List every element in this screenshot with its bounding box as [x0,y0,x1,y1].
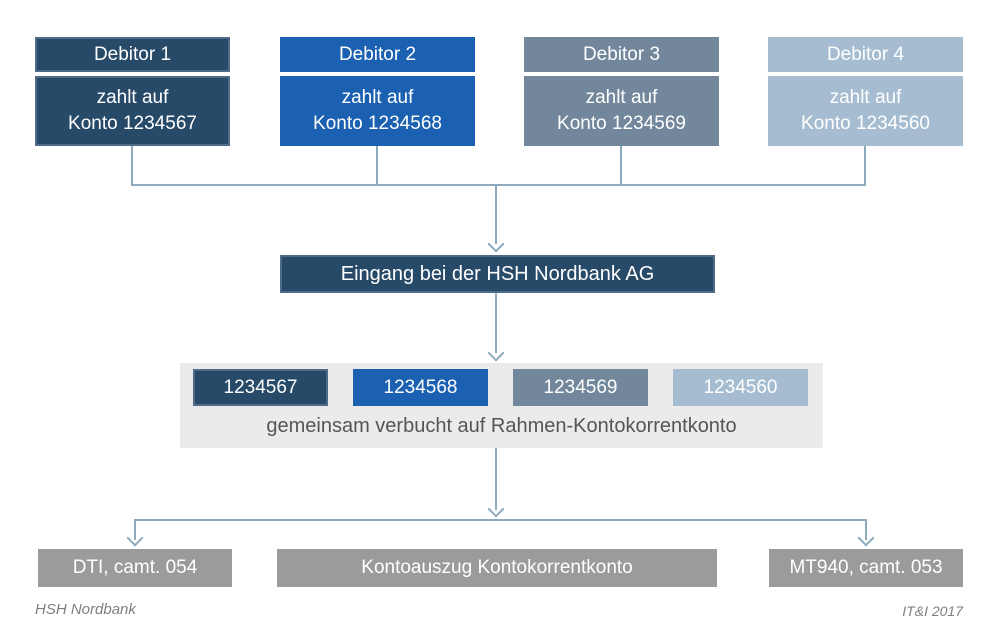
pool-account-3: 1234569 [513,369,648,406]
arrow-to-pool-line [495,293,497,353]
output-dti-box: DTI, camt. 054 [38,549,232,587]
pays-box-1-line1: zahlt auf [96,87,169,109]
pool-caption: gemeinsam verbucht auf Rahmen-Kontokorre… [266,414,737,437]
debitor-2-box: Debitor 2 [280,37,475,72]
pool-account-2: 1234568 [353,369,488,406]
output-kontoauszug-box: Kontoauszug Kontokorrentkonto [277,549,717,587]
arrow-to-outputs-line [495,448,497,510]
pays-box-2-line2: Konto 1234568 [313,113,442,134]
debitor-4-box: Debitor 4 [768,37,963,72]
footer-publication-label: IT&I 2017 [902,603,963,619]
connector-merge-line-top [131,184,866,186]
arrow-to-bank-head-icon [487,235,505,253]
pays-box-4: zahlt auf Konto 1234560 [768,76,963,146]
debitor-3-box: Debitor 3 [524,37,719,72]
pool-account-4: 1234560 [673,369,808,406]
arrow-to-bank-line [495,186,497,244]
arrow-to-pool-head-icon [487,344,505,362]
branch-right-head-icon [857,529,875,547]
branch-left-head-icon [126,529,144,547]
connector-stem-4 [864,146,866,184]
pays-box-3: zahlt auf Konto 1234569 [524,76,719,146]
arrow-to-outputs-head-icon [487,500,505,518]
pool-container: 1234567 1234568 1234569 1234560 gemeinsa… [180,363,823,448]
pays-box-2: zahlt auf Konto 1234568 [280,76,475,146]
footer-source-label: HSH Nordbank [35,601,136,618]
debitor-1-box: Debitor 1 [35,37,230,72]
connector-stem-2 [376,146,378,184]
pays-box-4-line2: Konto 1234560 [801,113,930,134]
pool-account-1: 1234567 [193,369,328,406]
branch-left-line [134,519,136,540]
pays-box-2-line1: zahlt auf [341,87,414,109]
pays-box-4-line1: zahlt auf [829,87,902,109]
pays-box-1-line2: Konto 1234567 [68,113,197,134]
output-mt940-box: MT940, camt. 053 [769,549,963,587]
pays-box-3-line2: Konto 1234569 [557,113,686,134]
connector-split-line-bottom [134,519,867,521]
branch-right-line [865,519,867,540]
pays-box-1: zahlt auf Konto 1234567 [35,76,230,146]
connector-stem-1 [131,146,133,184]
connector-stem-3 [620,146,622,184]
pays-box-3-line1: zahlt auf [585,87,658,109]
bank-entry-box: Eingang bei der HSH Nordbank AG [280,255,715,293]
